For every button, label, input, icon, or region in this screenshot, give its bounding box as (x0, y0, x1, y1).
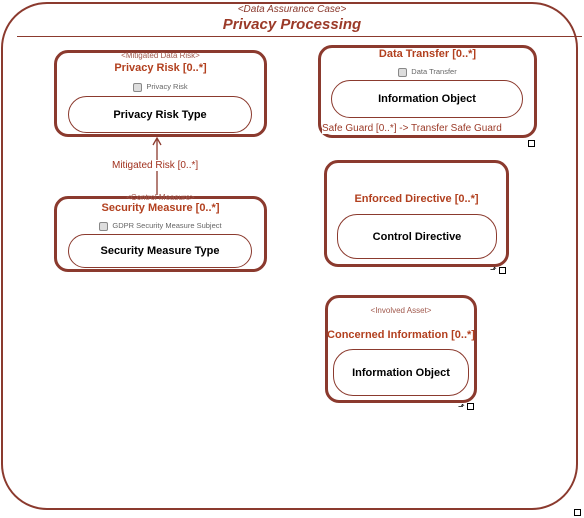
security-measure-subtitle: GDPR Security Measure Subject (112, 221, 222, 230)
concerned-information-stereotype: <Involved Asset> (370, 306, 432, 315)
database-icon (398, 67, 408, 77)
concerned-information-object-pill[interactable]: Information Object (333, 349, 469, 396)
data-transfer-title: Data Transfer [0..*] (378, 48, 477, 60)
diagram-frame (1, 2, 578, 510)
security-measure-title: Security Measure [0..*] (101, 202, 220, 214)
privacy-risk-stereotype: <Mitigated Data Risk> (121, 51, 200, 60)
expand-icon[interactable] (528, 140, 535, 147)
control-directive-pill[interactable]: Control Directive (337, 214, 497, 259)
data-transfer-information-object-pill[interactable]: Information Object (331, 80, 523, 118)
expand-icon[interactable] (499, 267, 506, 274)
diagram-expand-icon[interactable] (574, 509, 581, 516)
security-measure-type-pill[interactable]: Security Measure Type (68, 234, 252, 268)
diagram-title: Privacy Processing (222, 16, 362, 33)
link-arrow-icon: ⬏ (490, 265, 497, 274)
security-measure-stereotype: <Control Measure> (126, 193, 195, 202)
data-transfer-subtitle-row: Data Transfer (318, 67, 537, 77)
data-transfer-subtitle: Data Transfer (411, 67, 457, 76)
privacy-risk-title: Privacy Risk [0..*] (114, 62, 207, 74)
privacy-risk-subtitle: Privacy Risk (146, 82, 188, 91)
diagram-stereotype: <Data Assurance Case> (237, 4, 347, 15)
table-icon (99, 221, 109, 231)
concerned-information-title: Concerned Information [0..*] (327, 329, 475, 341)
mitigated-risk-label: Mitigated Risk [0..*] (112, 160, 199, 171)
database-icon (133, 82, 143, 92)
title-divider (17, 36, 582, 37)
safe-guard-label: Safe Guard [0..*] -> Transfer Safe Guard (322, 123, 502, 134)
privacy-risk-type-pill[interactable]: Privacy Risk Type (68, 96, 252, 133)
privacy-risk-subtitle-row: Privacy Risk (54, 82, 267, 92)
expand-icon[interactable] (467, 403, 474, 410)
link-arrow-icon: ⬏ (458, 402, 465, 411)
security-measure-subtitle-row: GDPR Security Measure Subject (54, 221, 267, 231)
enforced-directive-title: Enforced Directive [0..*] (354, 193, 479, 205)
